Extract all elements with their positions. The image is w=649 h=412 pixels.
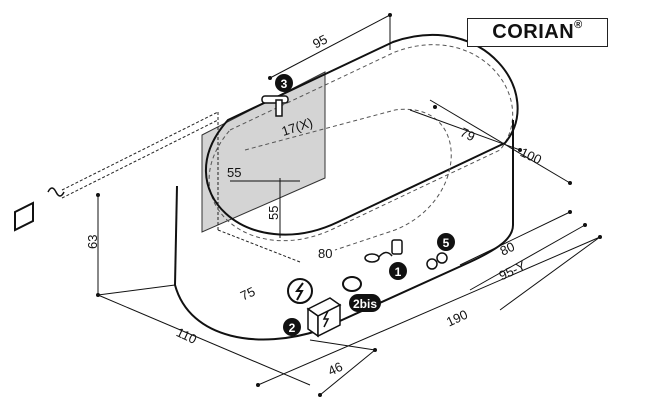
drain-fittings-icon bbox=[426, 252, 448, 270]
wall-junction-box-icon bbox=[14, 201, 34, 232]
dim-inner-length: 80 bbox=[318, 246, 332, 261]
electricity-warning-icon bbox=[287, 278, 313, 304]
tub-mixer-icon bbox=[364, 239, 403, 263]
cable-coil-icon bbox=[342, 276, 362, 292]
dim-front-110: 110 bbox=[174, 325, 199, 347]
dimension-dots bbox=[96, 13, 602, 397]
dim-depth-right: 79 bbox=[458, 125, 477, 145]
dimension-lines bbox=[97, 14, 601, 396]
dim-supply-offset: 75 bbox=[238, 284, 257, 304]
supply-pipes bbox=[61, 111, 301, 263]
registered-mark: ® bbox=[574, 19, 583, 31]
svg-text:2bis: 2bis bbox=[353, 297, 377, 311]
callout-badge-3: 3 bbox=[275, 74, 293, 92]
dim-top-width: 95 bbox=[310, 31, 330, 51]
dim-box-46: 46 bbox=[326, 359, 345, 379]
svg-text:2: 2 bbox=[289, 321, 296, 335]
pipe-break-icon bbox=[47, 187, 65, 197]
callout-badge-5: 5 bbox=[437, 233, 455, 251]
brand-word: CORIAN bbox=[492, 21, 575, 43]
callout-badge-1: 1 bbox=[389, 262, 407, 280]
tub-top-rim bbox=[205, 34, 519, 236]
dim-wall-horizontal: 55 bbox=[227, 165, 241, 180]
tub-walls bbox=[174, 120, 514, 341]
brand-name: CORIAN® bbox=[492, 19, 583, 44]
dim-side-80: 80 bbox=[498, 239, 517, 259]
callout-badge-2: 2 bbox=[283, 318, 301, 336]
dim-wall-vertical: 55 bbox=[266, 206, 281, 220]
dim-overall-width: 100 bbox=[518, 145, 544, 168]
tub-inner-basin bbox=[244, 108, 452, 251]
electrical-box-icon bbox=[306, 297, 342, 338]
dim-side-95y: 95-Y bbox=[497, 258, 529, 283]
svg-text:1: 1 bbox=[395, 265, 402, 279]
brand-box: CORIAN® bbox=[467, 18, 608, 47]
callout-badge-2bis: 2bis bbox=[349, 294, 381, 312]
wall-spout-icon bbox=[261, 95, 289, 117]
dim-height: 63 bbox=[85, 235, 100, 249]
dim-overall-length: 190 bbox=[444, 307, 470, 330]
svg-text:5: 5 bbox=[443, 236, 450, 250]
svg-text:3: 3 bbox=[281, 77, 288, 91]
